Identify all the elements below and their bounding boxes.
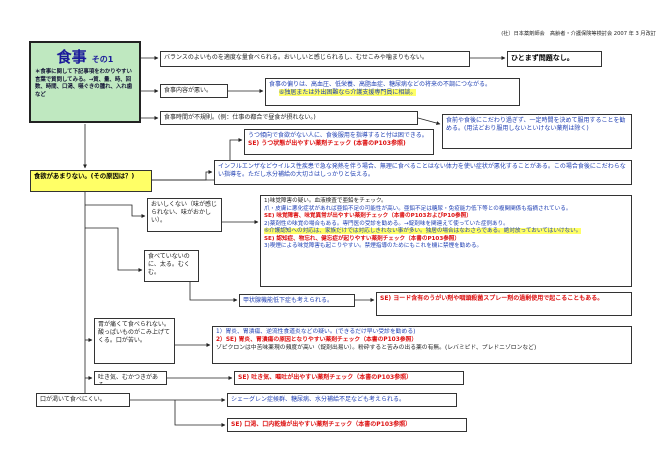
title-box: 食事 その1 ＊食事に関して下記事項をわかりやすい言葉で質問してみる。→質、量、… xyxy=(29,41,141,123)
iodine-box: SE) ヨード含有のうがい剤や咽頭殺菌スプレー剤の過剰使用で起こることもある。 xyxy=(376,292,632,316)
title-description: ＊食事に関して下記事項をわかりやすい言葉で質問してみる。→質、量、時、回数、時間… xyxy=(35,69,133,98)
diet-result-line1: 食事の偏りは、高血圧、低栄養、高脂血症、糖尿病などの将来の不調につながる。 xyxy=(269,81,492,88)
influenza-box: インフルエンザなどウイルス性疾患で急な発熱を伴う場合、無理に食べることはない体力… xyxy=(214,160,632,185)
thyroid-box: 甲状腺機能低下症も考えられる。 xyxy=(239,294,355,307)
stomach-result-box: 1）胃炎、胃潰瘍、逆流性食道炎などの疑い。(できるだけ早い受診を勧める) 2）S… xyxy=(212,326,632,364)
nausea-result: SE) 吐き気、嘔吐が出やすい薬剤チェック（本書のP103参照） xyxy=(234,371,464,385)
stomach-line3: ゾピクロンは中苦味薬現の頻度が高い（錠剤出易い）。粉砕すると苦みの出る薬の有無。… xyxy=(216,344,537,351)
irregular-time-result: 食前や食後にこだわり過ぎず、一定時間を決めて服用することを勧める。(用法どおり服… xyxy=(442,114,632,149)
org-header: (社）日本薬剤師会 高齢者・介護保険等検討会 2007 年 3 月改訂 xyxy=(501,31,656,37)
question-irregular-time: 食事時間が不規則。(例：仕事の都合で昼食が摂れない。) xyxy=(160,111,418,125)
title-main: 食事 xyxy=(56,48,87,66)
dry-mouth-question: 口が渇いて食べにくい。 xyxy=(36,393,130,407)
taste-line1: 1)味覚障害の疑い。血液検査で亜鉛をチェック。 xyxy=(264,198,387,204)
dry-mouth-result1: シェーグレン症候群、糖尿病、水分補給不足なども考えられる。 xyxy=(227,393,457,407)
depression-line1: うつ傾向で食欲がない人に、食後服用を指導すると付は困できる。 xyxy=(248,132,428,139)
taste-result-box: 1)味覚障害の疑い。血液検査で亜鉛をチェック。 爪・皮膚に悪化症状があれば亜鉛不… xyxy=(260,195,632,287)
taste-line5-highlight: ⑥介護認知への対応は、家族だけでは対応しきれない事が多い。独居の場合はなおさらで… xyxy=(264,228,582,235)
depression-box: うつ傾向で食欲がない人に、食後服用を指導すると付は困できる。 SE) うつ状態が… xyxy=(244,129,434,155)
dry-mouth-result2: SE) 口渇、口内乾燥が出やすい薬剤チェック（本書のP103参照） xyxy=(227,418,467,432)
taste-line4: 2)薬剤性の味覚の場合もある。専門医の受診を勧める。→錠剤味を関連えて使っていた… xyxy=(264,220,509,227)
taste-line6: SE) 認知症、物忘れ、健忘症が起りやすい薬剤チェック（本書のP103参照） xyxy=(264,235,460,242)
taste-line2: 爪・皮膚に悪化症状があれば亜鉛不足の可能性が高い。亜鉛不足は糖尿・免疫能力低下等… xyxy=(264,205,572,212)
question-diet-content: 食事内容が悪い。 xyxy=(160,84,228,98)
taste-line5: ⑥介護認知への対応は、家族だけでは対応しきれない事が多い。独居の場合はなおさらで… xyxy=(264,228,628,236)
taste-question: おいしくない（味が感じられない、味がおかしい）。 xyxy=(147,198,222,232)
balanced-diet-box: バランスのよいものを適度な量食べられる。おいしいと感じられるし、むせこみや噛まり… xyxy=(160,51,470,67)
nausea-question: 吐き気、むかつきがある。 xyxy=(94,371,167,385)
diet-result-line2: ⑥独居または外出困難なら介護支援専門員に相談。 xyxy=(269,89,516,97)
diet-content-result: 食事の偏りは、高血圧、低栄養、高脂血症、糖尿病などの将来の不調につながる。 ⑥独… xyxy=(265,78,520,106)
appetite-loss-box: 食欲があまりない。(その原因は？) xyxy=(30,170,152,192)
title-sub: その1 xyxy=(91,55,114,64)
stomach-line2: 2）SE) 胃炎、胃潰瘍の原因となりやすい薬剤チェック（本書のP103参照） xyxy=(216,336,418,343)
verdict-box: ひとまず問題なし。 xyxy=(507,51,602,67)
taste-line3: SE) 味覚障害、味覚異常が出やすい薬剤チェック（本書のP103およびP10参照… xyxy=(264,213,472,220)
taste-line7: 3)喫煙による味覚障害も起こりやすい。禁煙指導のためにもこれを機に禁煙を勧める。 xyxy=(264,243,483,250)
stomach-question: 胃が痛くて食べられない。酸っぱいものがこみ上げてくる。口が苦い。 xyxy=(94,318,175,364)
diet-result-highlight: ⑥独居または外出困難なら介護支援専門員に相談。 xyxy=(279,89,417,97)
depression-line2: SE) うつ状態が出やすい薬剤チェック (本書のP103参照) xyxy=(248,140,406,148)
not-eating-question: 食べていないのに、太る。むくむ。 xyxy=(144,250,199,282)
stomach-line1: 1）胃炎、胃潰瘍、逆流性食道炎などの疑い。(できるだけ早い受診を勧める) xyxy=(216,329,416,335)
